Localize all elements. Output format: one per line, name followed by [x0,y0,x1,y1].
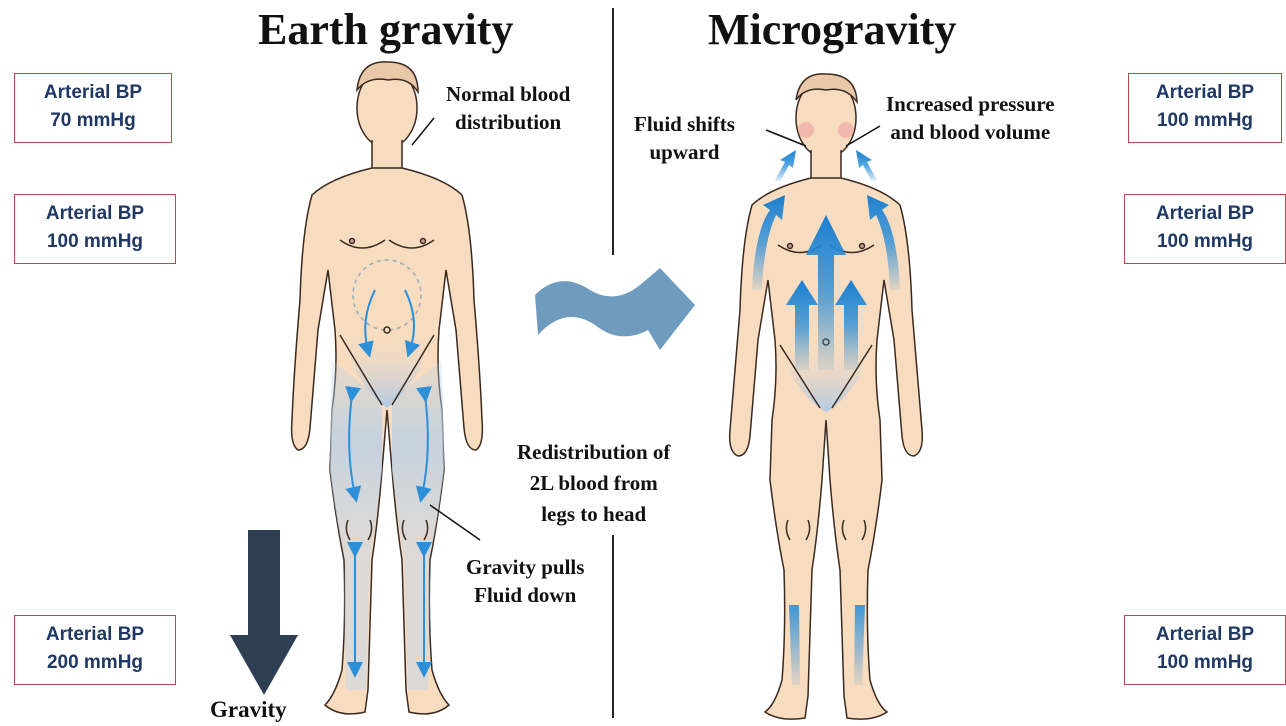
gravity-arrow [230,530,298,695]
right-panel-title: Microgravity [708,4,956,55]
note-line: Normal blood [446,80,570,108]
bp-value: 100 mmHg [1125,649,1285,677]
bp-label: Arterial BP [1125,200,1285,228]
bp-value: 100 mmHg [15,228,175,256]
note-line: Gravity pulls [466,553,584,581]
note-line: Fluid down [466,581,584,609]
bp-value: 200 mmHg [15,649,175,677]
right-body-figure [730,74,923,719]
bp-label: Arterial BP [1129,79,1281,107]
bp-value: 100 mmHg [1125,228,1285,256]
bp-label: Arterial BP [15,79,171,107]
note-line: 2L blood from [517,468,670,499]
note-line: and blood volume [886,118,1055,146]
bp-value: 70 mmHg [15,107,171,135]
note-line: legs to head [517,499,670,530]
note-line: Increased pressure [886,90,1055,118]
redistribution-note: Redistribution of 2L blood from legs to … [517,437,670,530]
left-bp-box-head: Arterial BP 70 mmHg [14,73,172,143]
right-bp-box-head: Arterial BP 100 mmHg [1128,73,1282,143]
transition-arrow [535,268,695,350]
normal-distribution-note: Normal blood distribution [446,80,570,136]
left-body-figure [292,62,483,714]
right-bp-box-heart: Arterial BP 100 mmHg [1124,194,1286,264]
note-line: distribution [446,108,570,136]
bp-label: Arterial BP [15,621,175,649]
bp-label: Arterial BP [1125,621,1285,649]
note-line: Fluid shifts [634,110,735,138]
left-panel-title: Earth gravity [258,4,513,55]
gravity-label: Gravity [210,696,287,724]
bp-label: Arterial BP [15,200,175,228]
fluid-shifts-note: Fluid shifts upward [634,110,735,166]
bp-value: 100 mmHg [1129,107,1281,135]
note-line: Redistribution of [517,437,670,468]
left-bp-box-feet: Arterial BP 200 mmHg [14,615,176,685]
increased-pressure-note: Increased pressure and blood volume [886,90,1055,146]
gravity-pulls-note: Gravity pulls Fluid down [466,553,584,609]
note-line: upward [634,138,735,166]
pull-leader-line [430,505,480,540]
right-bp-box-feet: Arterial BP 100 mmHg [1124,615,1286,685]
left-bp-box-heart: Arterial BP 100 mmHg [14,194,176,264]
